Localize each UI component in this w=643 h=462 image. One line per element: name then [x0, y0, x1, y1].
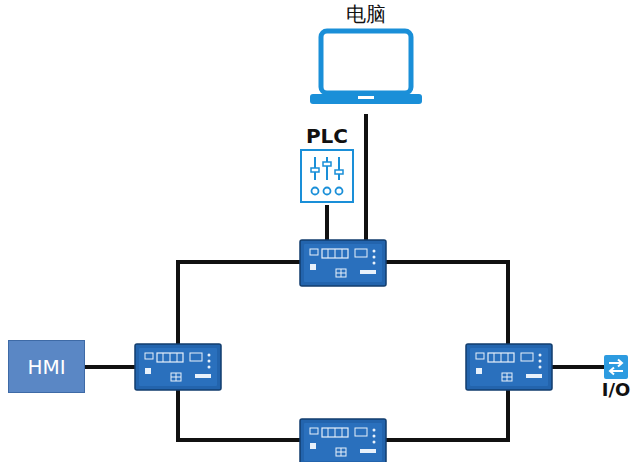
node-label: I/O: [592, 379, 640, 401]
hmi-cable: [84, 365, 137, 369]
plc-node: PLC: [296, 124, 358, 204]
node-label: HMI: [27, 355, 65, 379]
pc-cable: [364, 114, 368, 250]
laptop-icon: [310, 26, 422, 106]
io-cable: [550, 365, 605, 369]
plc-icon: [299, 148, 355, 204]
switch: [300, 419, 386, 462]
laptop-node: 电脑: [310, 2, 422, 106]
switch: [300, 240, 386, 286]
ring-cable: [178, 262, 508, 440]
io-icon: [604, 355, 628, 379]
io-node: I/O: [592, 355, 640, 401]
node-label: PLC: [296, 124, 358, 148]
node-label: 电脑: [310, 2, 422, 26]
switch: [466, 344, 552, 390]
switch: [135, 344, 221, 390]
hmi-box: HMI: [8, 340, 85, 393]
